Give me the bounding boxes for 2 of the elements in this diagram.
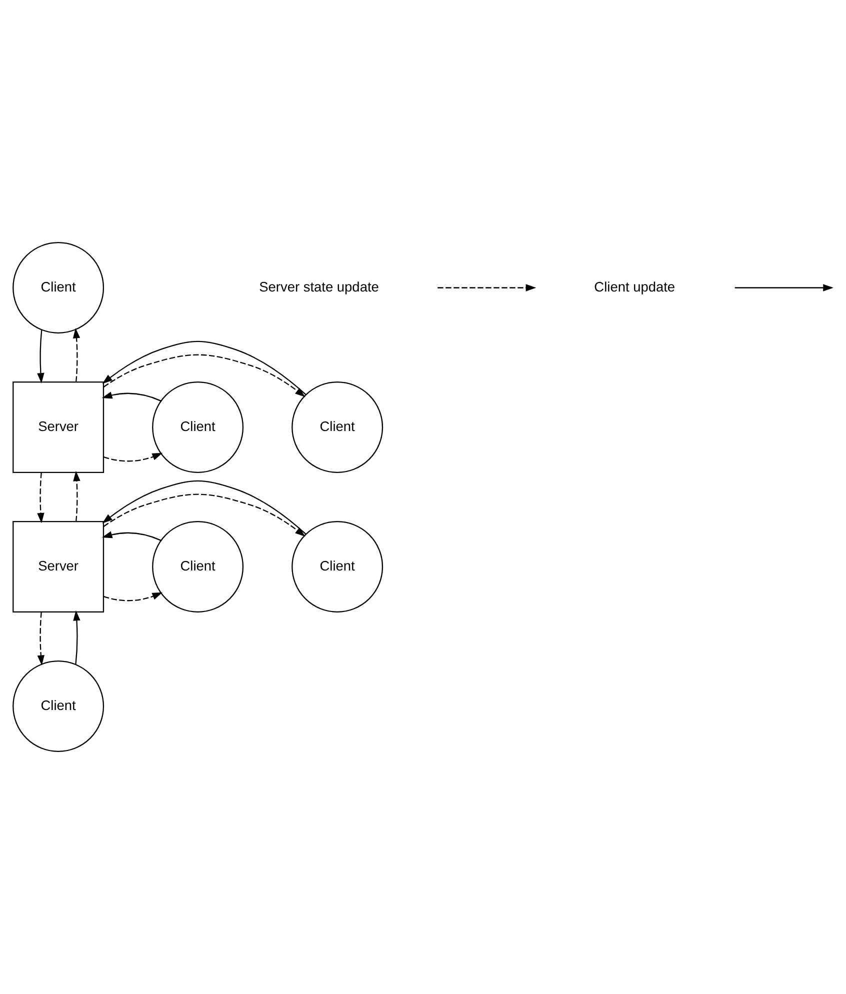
legend-label: Server state update xyxy=(259,279,379,294)
legend-label: Client update xyxy=(594,279,676,294)
